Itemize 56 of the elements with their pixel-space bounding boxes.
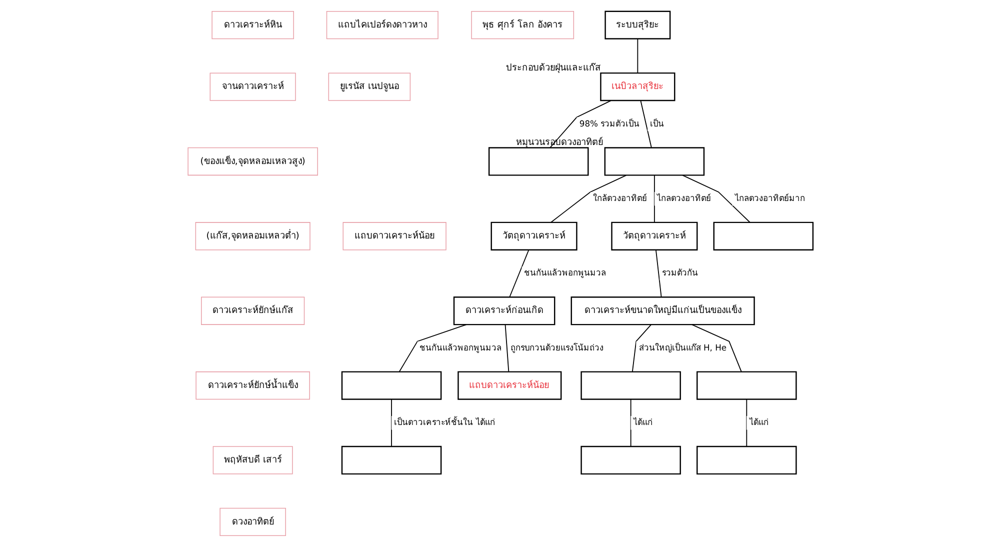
edge-label: ไกลดวงอาทิตย์ [656, 192, 711, 203]
edge-label: ชนกันแล้วพอกพูนมวล [524, 268, 606, 278]
node-box: จานดาวเคราะห์ [209, 72, 296, 101]
connector [398, 324, 466, 372]
connector [550, 174, 626, 223]
connector [654, 250, 662, 298]
node-box: วัตถุดาวเคราะห์ [610, 222, 698, 250]
node-box: ดาวเคราะห์ก่อนเกิด [452, 296, 555, 326]
node-box [604, 147, 704, 176]
node-box: (ของแข็ง,จุดหลอมเหลวสูง) [187, 147, 318, 176]
node-box: แถบไคเปอร์ดงดาวหาง [326, 10, 438, 40]
connector [508, 250, 529, 298]
connector [504, 324, 509, 372]
node-box: เนบิวลาสุริยะ [600, 72, 675, 102]
node-box [696, 446, 796, 475]
node-box: พฤหัสบดี เสาร์ [212, 446, 292, 474]
connector [690, 324, 742, 372]
node-box: ระบบสุริยะ [604, 10, 670, 40]
edge-label: รวมตัวกัน [662, 268, 698, 278]
edge-label: ชนกันแล้วพอกพูนมวล [419, 342, 502, 352]
node-box: พุธ ศุกร์ โลก อังคาร [470, 10, 574, 40]
connector [682, 174, 750, 223]
edge-label: ใกล้ดวงอาทิตย์ [592, 192, 647, 203]
node-box: ดาวเคราะห์ยักษ์น้ำแข็ง [195, 371, 310, 400]
edge-label: เป็นดาวเคราะห์ชั้นใน ได้แก่ [394, 417, 494, 427]
connector [636, 38, 638, 74]
edge-label: ได้แก่ [748, 417, 768, 427]
connector [390, 398, 392, 447]
node-box: ดาวเคราะห์ขนาดใหญ่มีแก่นเป็นของแข็ง [570, 296, 754, 326]
node-box: ดวงอาทิตย์ [219, 508, 286, 536]
node-box [580, 446, 680, 475]
node-box [712, 222, 814, 250]
connector [630, 398, 631, 447]
node-box: ยูเรนัส เนปจูนอ [328, 72, 410, 101]
edge-label: 98% รวมตัวเป็น [578, 118, 640, 128]
connector [640, 100, 652, 148]
edge-label: ถูกรบกวนด้วยแรงโน้มถ่วง [510, 342, 603, 352]
node-box [488, 147, 588, 176]
node-box [340, 446, 442, 475]
node-box: ดาวเคราะห์ยักษ์แก๊ส [200, 296, 304, 325]
edge-label: ไกลดวงอาทิตย์มาก [734, 192, 804, 203]
connector [653, 174, 654, 223]
node-box: วัตถุดาวเคราะห์ [490, 222, 577, 250]
node-box [340, 371, 442, 400]
node-box: ดาวเคราะห์หิน [211, 10, 294, 40]
edge-label: ส่วนใหญ่เป็นแก๊ส H, He [638, 342, 726, 352]
node-box [580, 371, 680, 400]
node-box: (แก๊ส,จุดหลอมเหลวต่ำ) [194, 222, 310, 250]
node-box: แถบดาวเคราะห์น้อย [457, 371, 562, 400]
node-label: ประกอบด้วยฝุ่นและแก๊ส [505, 63, 600, 74]
node-box [696, 371, 796, 400]
edge-label: เป็น [650, 118, 664, 128]
connector [631, 324, 651, 372]
node-box: แถบดาวเคราะห์น้อย [342, 222, 446, 250]
connector [746, 398, 747, 447]
edge-label: ได้แก่ [632, 417, 652, 427]
